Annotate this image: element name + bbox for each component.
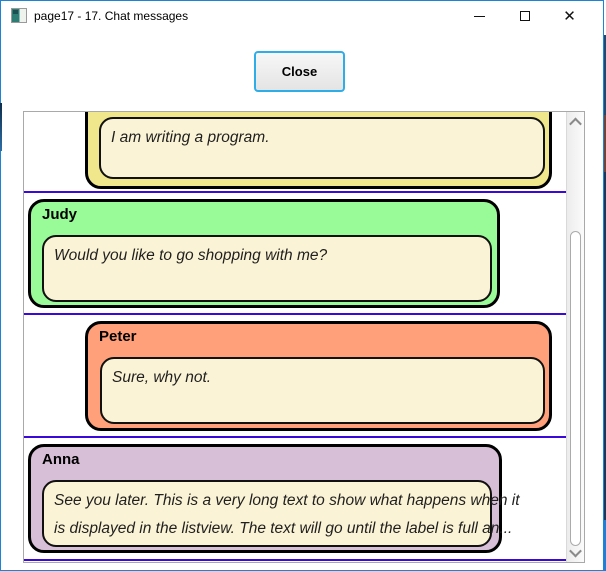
item-separator bbox=[24, 436, 567, 438]
title-bar[interactable]: page17 - 17. Chat messages ✕ bbox=[1, 1, 603, 31]
app-icon bbox=[11, 8, 27, 23]
message-bubble[interactable]: I am writing a program. bbox=[85, 112, 552, 189]
close-window-button[interactable]: ✕ bbox=[547, 1, 592, 31]
message-text: I am writing a program. bbox=[111, 129, 270, 146]
message-text: See you later. This is a very long text … bbox=[54, 492, 520, 509]
message-bubble[interactable]: Peter Sure, why not. bbox=[85, 321, 552, 431]
scrollbar-thumb[interactable] bbox=[570, 231, 581, 546]
message-text: Would you like to go shopping with me? bbox=[54, 247, 328, 264]
window-title: page17 - 17. Chat messages bbox=[34, 9, 189, 23]
item-separator bbox=[24, 313, 567, 315]
message-text: is displayed in the listview. The text w… bbox=[54, 520, 513, 537]
maximize-icon bbox=[519, 11, 530, 21]
minimize-icon bbox=[474, 15, 485, 17]
message-text-bubble: Sure, why not. bbox=[100, 357, 545, 424]
chat-listview[interactable]: I am writing a program. Judy Would you l… bbox=[23, 111, 585, 563]
item-separator bbox=[24, 191, 567, 193]
message-text-bubble: See you later. This is a very long text … bbox=[42, 480, 520, 547]
desktop-edge-sliver bbox=[604, 0, 606, 571]
chevron-up-icon bbox=[569, 117, 582, 130]
message-text: Sure, why not. bbox=[112, 369, 212, 386]
sender-name: Peter bbox=[99, 328, 137, 345]
message-text-bubble: Would you like to go shopping with me? bbox=[42, 235, 492, 302]
vertical-scrollbar[interactable] bbox=[566, 112, 584, 562]
caption-buttons: ✕ bbox=[457, 1, 592, 31]
chevron-down-icon bbox=[569, 544, 582, 557]
chat-list-content: I am writing a program. Judy Would you l… bbox=[24, 112, 567, 562]
scroll-down-button[interactable] bbox=[567, 544, 584, 560]
close-button[interactable]: Close bbox=[254, 51, 345, 92]
message-bubble[interactable]: Judy Would you like to go shopping with … bbox=[28, 199, 500, 308]
maximize-button[interactable] bbox=[502, 1, 547, 31]
message-bubble[interactable]: Anna See you later. This is a very long … bbox=[28, 444, 520, 553]
sender-name: Judy bbox=[42, 206, 78, 223]
scroll-up-button[interactable] bbox=[567, 114, 584, 130]
item-separator bbox=[24, 559, 567, 561]
sender-name: Anna bbox=[42, 451, 80, 468]
minimize-button[interactable] bbox=[457, 1, 502, 31]
desktop-edge-sliver-left bbox=[0, 103, 2, 151]
close-icon: ✕ bbox=[563, 7, 576, 25]
message-text-bubble: I am writing a program. bbox=[99, 117, 545, 179]
